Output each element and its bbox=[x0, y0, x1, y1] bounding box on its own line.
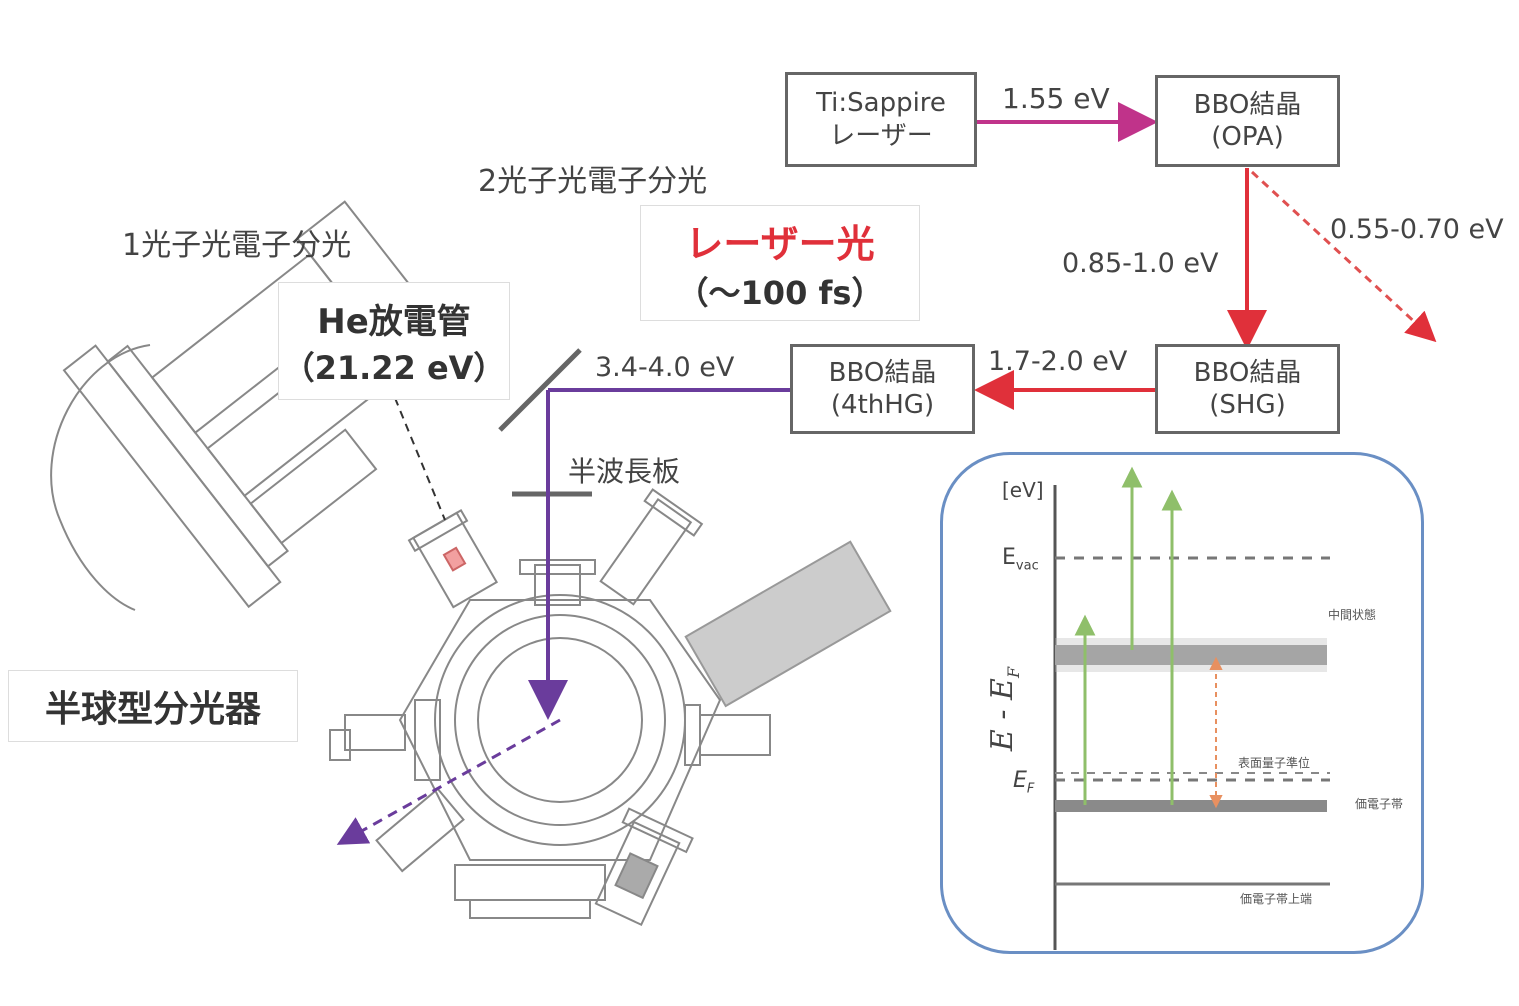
half-wave-plate-label: 半波長板 bbox=[568, 455, 681, 488]
level-label-intermediate: 中間状態 bbox=[1328, 608, 1377, 622]
laser-pulse-width: （～100 fs） bbox=[676, 273, 884, 312]
bbo-4thhg-line1: BBO結晶 bbox=[828, 357, 937, 388]
vacuum-label-main: E bbox=[1002, 545, 1016, 570]
fermi-label-main: E bbox=[1013, 768, 1027, 793]
two-photon-label: 2光子光電子分光 bbox=[478, 164, 708, 199]
mirror bbox=[498, 348, 582, 432]
energy-label-1-7: 1.7-2.0 eV bbox=[988, 346, 1128, 377]
laser-title: レーザー光 bbox=[685, 221, 875, 266]
ti-sapphire-line2: レーザー bbox=[829, 120, 933, 151]
axis-label-sub: F bbox=[1004, 666, 1024, 679]
hemisphere-analyzer-label: 半球型分光器 bbox=[44, 689, 261, 730]
hemisphere-analyzer-note: 半球型分光器 bbox=[8, 670, 298, 742]
energy-label-1-55: 1.55 eV bbox=[1002, 82, 1110, 115]
level-label-surface: 表面量子準位 bbox=[1238, 756, 1311, 770]
ti-sapphire-line1: Ti:Sappire bbox=[816, 88, 946, 118]
intermediate-state-band bbox=[1055, 645, 1327, 665]
inset-unit-label: [eV] bbox=[1002, 478, 1044, 502]
bbo-shg-line1: BBO結晶 bbox=[1193, 357, 1302, 388]
ti-sapphire-laser-box: Ti:Sappire レーザー bbox=[785, 72, 977, 167]
axis-label-main: E - E bbox=[985, 678, 1021, 752]
energy-level-inset bbox=[940, 452, 1424, 954]
fermi-label-sub: F bbox=[1026, 781, 1035, 797]
inset-vacuum-label: Evac bbox=[1002, 545, 1039, 573]
he-lamp-leader bbox=[394, 397, 446, 521]
bbo-4thhg-line2: (4thHG) bbox=[830, 390, 935, 420]
intermediate-state-glow bbox=[1055, 638, 1327, 672]
one-photon-label: 1光子光電子分光 bbox=[122, 228, 352, 263]
bbo-opa-line1: BBO結晶 bbox=[1193, 89, 1302, 120]
he-lamp-note: He放電管 （21.22 eV） bbox=[278, 282, 510, 400]
bbo-4thhg-box: BBO結晶 (4thHG) bbox=[790, 344, 975, 434]
bbo-opa-line2: (OPA) bbox=[1211, 122, 1284, 152]
bbo-shg-line2: (SHG) bbox=[1209, 390, 1286, 420]
level-label-bulk: 価電子帯 bbox=[1355, 797, 1404, 811]
inset-axis-label: E - EF bbox=[985, 667, 1023, 751]
vacuum-label-sub: vac bbox=[1015, 558, 1039, 574]
bbo-opa-box: BBO結晶 (OPA) bbox=[1155, 75, 1340, 167]
energy-label-3-4: 3.4-4.0 eV bbox=[595, 352, 735, 383]
level-label-deep: 価電子帯上端 bbox=[1240, 892, 1313, 906]
main-chamber-drawing bbox=[329, 488, 892, 927]
he-lamp-title: He放電管 bbox=[317, 301, 471, 342]
bbo-shg-box: BBO結晶 (SHG) bbox=[1155, 344, 1340, 434]
beam-exit bbox=[336, 718, 561, 845]
energy-label-0-85: 0.85-1.0 eV bbox=[1062, 248, 1219, 279]
inset-fermi-label: EF bbox=[1013, 768, 1034, 796]
laser-note: レーザー光 （～100 fs） bbox=[640, 205, 920, 321]
energy-label-0-55: 0.55-0.70 eV bbox=[1330, 214, 1504, 245]
he-lamp-energy: （21.22 eV） bbox=[282, 348, 506, 387]
valence-band bbox=[1055, 800, 1327, 812]
